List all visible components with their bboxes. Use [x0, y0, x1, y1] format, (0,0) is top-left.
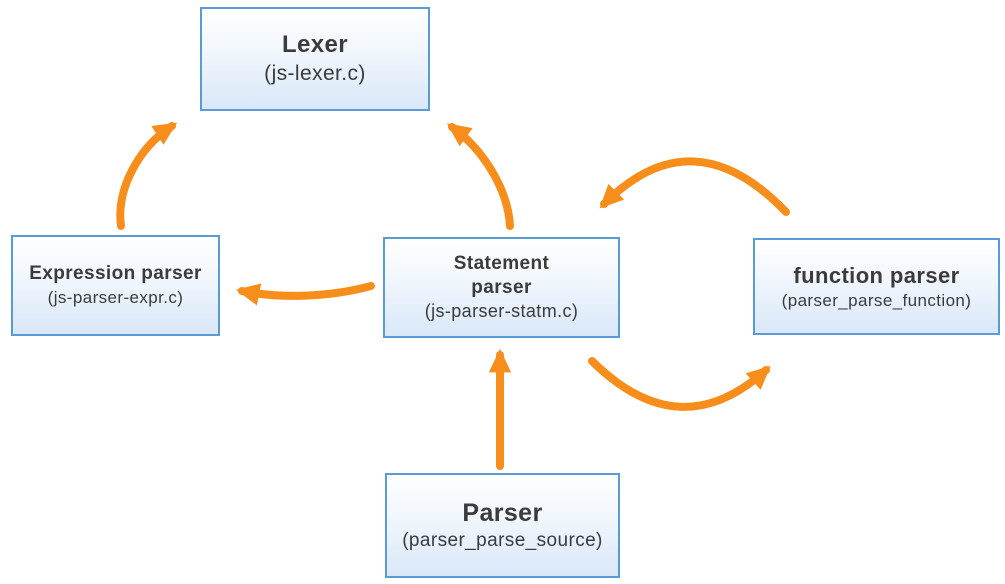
- node-expression-parser-subtitle: (js-parser-expr.c): [47, 287, 184, 307]
- node-expression-parser-title: Expression parser: [29, 263, 202, 285]
- node-lexer: Lexer (js-lexer.c): [200, 7, 430, 111]
- node-parser-subtitle: (parser_parse_source): [402, 530, 603, 552]
- edge-expression-parser-to-lexer: [116, 122, 178, 230]
- node-statement-parser-title: Statement parser: [453, 252, 550, 298]
- node-parser-title: Parser: [462, 499, 543, 528]
- edge-function-parser-to-statement-parser: [599, 157, 790, 216]
- node-statement-parser: Statement parser (js-parser-statm.c): [383, 237, 620, 338]
- node-lexer-title: Lexer: [281, 31, 349, 59]
- edge-statement-parser-to-function-parser: [588, 357, 771, 411]
- edge-statement-parser-to-lexer: [446, 123, 514, 230]
- edge-statement-parser-to-expression-parser: [235, 282, 375, 306]
- node-statement-parser-subtitle: (js-parser-statm.c): [424, 301, 579, 322]
- node-function-parser: function parser (parser_parse_function): [753, 238, 1000, 335]
- node-function-parser-title: function parser: [793, 262, 960, 288]
- node-function-parser-subtitle: (parser_parse_function): [781, 290, 972, 310]
- node-parser: Parser (parser_parse_source): [385, 473, 620, 578]
- node-expression-parser: Expression parser (js-parser-expr.c): [11, 235, 220, 336]
- node-lexer-subtitle: (js-lexer.c): [264, 61, 366, 85]
